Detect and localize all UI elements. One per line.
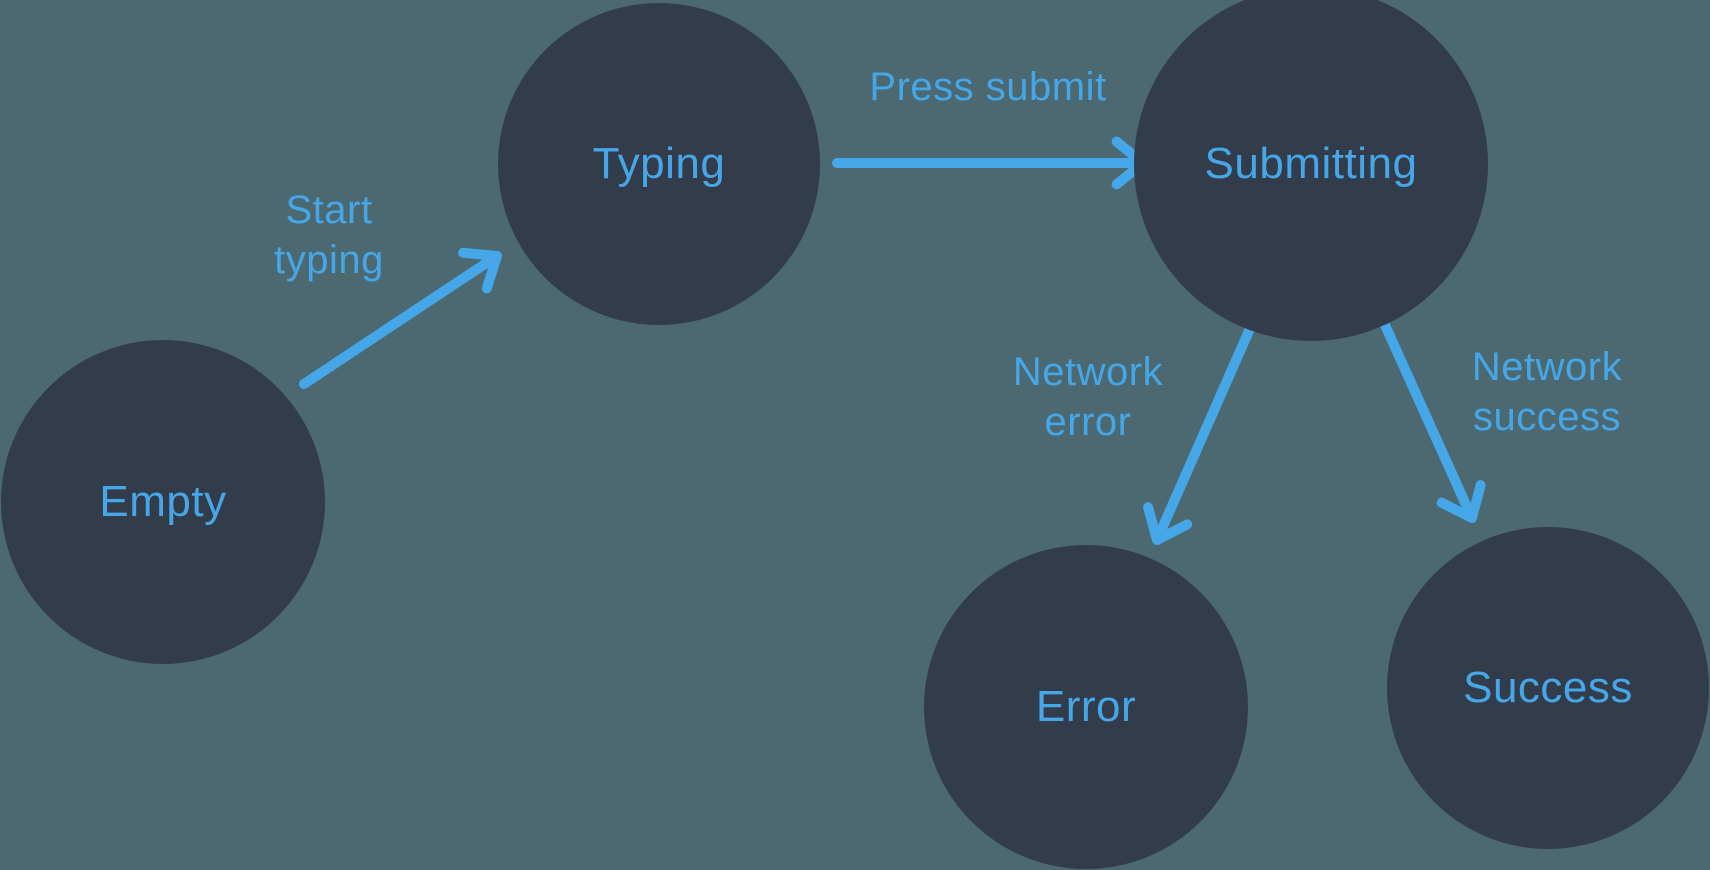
state-node-error: Error xyxy=(924,545,1248,869)
arrowhead-icon xyxy=(1436,480,1486,523)
arrow-shaft xyxy=(1380,320,1475,518)
state-node-empty: Empty xyxy=(1,340,325,664)
edge-label-network-success: Network success xyxy=(1472,342,1622,442)
state-node-submitting-label: Submitting xyxy=(1204,139,1418,188)
state-node-typing: Typing xyxy=(498,3,820,325)
edge-arrow-network-error xyxy=(1143,319,1257,545)
state-node-success: Success xyxy=(1387,527,1709,849)
edge-label-network-error: Network error xyxy=(1013,347,1163,447)
state-node-submitting: Submitting xyxy=(1134,0,1488,341)
edge-label-line: error xyxy=(1044,400,1132,444)
arrowhead-icon xyxy=(458,247,502,294)
arrowhead-icon xyxy=(1143,502,1193,545)
arrow-shaft xyxy=(1154,319,1257,540)
state-node-typing-label: Typing xyxy=(592,139,726,188)
state-node-success-label: Success xyxy=(1463,663,1633,712)
edge-arrow-network-success xyxy=(1380,320,1486,523)
edge-arrow-press-submit xyxy=(832,136,1148,190)
edge-label-start-typing: Start typing xyxy=(274,185,384,285)
edge-label-line: Network xyxy=(1471,345,1623,389)
edge-arrow-start-typing xyxy=(299,247,502,389)
arrow-shaft xyxy=(299,254,497,389)
edge-label-line: success xyxy=(1472,395,1621,439)
edge-label-line: typing xyxy=(274,238,384,282)
state-node-empty-label: Empty xyxy=(99,477,227,526)
edge-label-line: Start xyxy=(285,188,373,232)
edge-label-line: Network xyxy=(1012,350,1164,394)
edge-label-press-submit: Press submit xyxy=(869,62,1106,112)
state-node-error-label: Error xyxy=(1035,682,1137,731)
edge-label-line: Press submit xyxy=(869,65,1107,109)
